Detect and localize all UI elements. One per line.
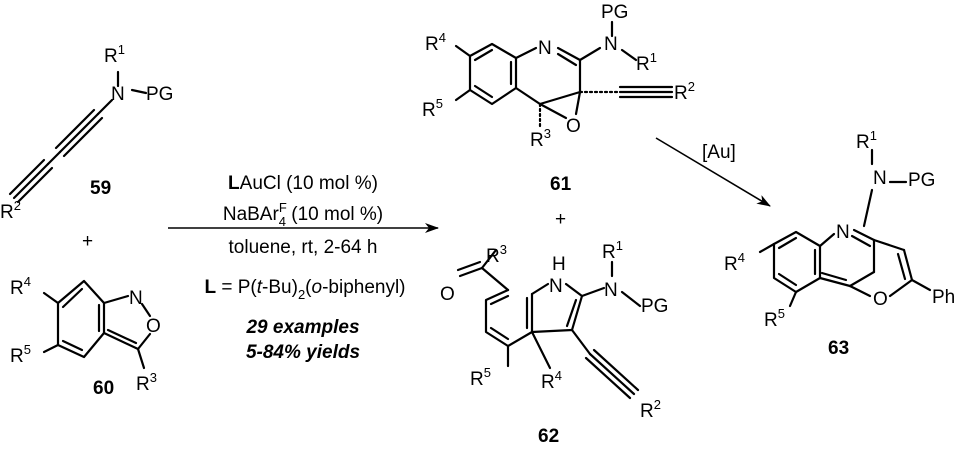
plus-sign-left: +	[82, 231, 93, 252]
condition-solvent: toluene, rt, 2-64 h	[229, 237, 378, 258]
compound-62-r4: R4	[541, 368, 562, 393]
compound-63-r5: R5	[764, 306, 785, 331]
compound-61-pg: PG	[601, 2, 628, 23]
compound-61-r2: R2	[674, 79, 695, 104]
compound-60-r4: R4	[10, 274, 31, 299]
compound-62-r2: R2	[640, 397, 661, 422]
compound-62-o: O	[440, 284, 455, 305]
compound-62-h: H	[552, 254, 566, 275]
gold-catalyst-label: [Au]	[702, 142, 736, 163]
compound-63-ring-n: N	[836, 222, 850, 243]
compound-60-r3: R3	[136, 370, 157, 395]
compound-63-number: 63	[828, 338, 849, 359]
compound-62-r1: R1	[602, 238, 623, 263]
plus-sign-middle: +	[555, 209, 566, 230]
compound-61-r3: R3	[530, 126, 551, 151]
compound-59-number: 59	[90, 178, 111, 199]
compound-60-n: N	[129, 288, 143, 309]
compound-62-n: N	[604, 280, 618, 301]
compound-60-number: 60	[93, 378, 114, 399]
compound-61-r1: R1	[636, 50, 657, 75]
compound-60-o: O	[146, 316, 161, 337]
compound-63: R1 N PG N R4 R5 O Ph 63	[724, 128, 955, 359]
compound-63-n: N	[873, 168, 887, 189]
compound-63-r4: R4	[724, 250, 745, 275]
compound-62-bonds	[456, 248, 642, 400]
compound-62-r5: R5	[470, 365, 491, 390]
compound-61-r5: R5	[422, 96, 443, 121]
compound-62-r3: R3	[486, 242, 507, 267]
condition-ligand: L = P(t-Bu)2(o-biphenyl)	[204, 277, 405, 302]
gold-cyclization-arrow	[655, 137, 771, 207]
compound-61-bonds	[454, 20, 674, 128]
compound-61: R4 R5 N PG N R1 R2 R3 O 61	[422, 2, 695, 195]
compound-59-r1: R1	[104, 42, 125, 67]
compound-63-pg: PG	[908, 170, 935, 191]
compound-59-bonds	[8, 70, 148, 204]
compound-61-ring-n: N	[538, 38, 552, 59]
condition-catalyst: LAuCl (10 mol %)	[228, 173, 378, 194]
compound-59-pg: PG	[146, 84, 173, 105]
compound-61-n: N	[604, 34, 618, 55]
compound-62: R3 O H N R1 N PG R5 R4 R2 62	[440, 238, 668, 447]
compound-60-bonds	[42, 279, 152, 370]
compound-62-pg: PG	[641, 296, 668, 317]
compound-62-number: 62	[538, 426, 559, 447]
compound-59-n: N	[111, 84, 125, 105]
compound-59-r2: R2	[0, 198, 21, 223]
yield-range: 5-84% yields	[246, 342, 360, 363]
compound-61-number: 61	[550, 174, 572, 195]
compound-61-r4: R4	[425, 30, 446, 55]
compound-61-o: O	[566, 116, 581, 137]
compound-59: R1 N PG R2 59	[0, 42, 173, 223]
compound-60-r5: R5	[10, 342, 31, 367]
compound-63-o: O	[873, 289, 888, 310]
compound-63-ph: Ph	[932, 287, 955, 308]
compound-63-r1: R1	[856, 128, 877, 153]
compound-60: R4 R5 N O R3 60	[10, 274, 161, 399]
compound-63-bonds	[758, 148, 932, 308]
examples-count: 29 examples	[245, 317, 359, 338]
compound-62-nh-n: N	[549, 276, 563, 297]
